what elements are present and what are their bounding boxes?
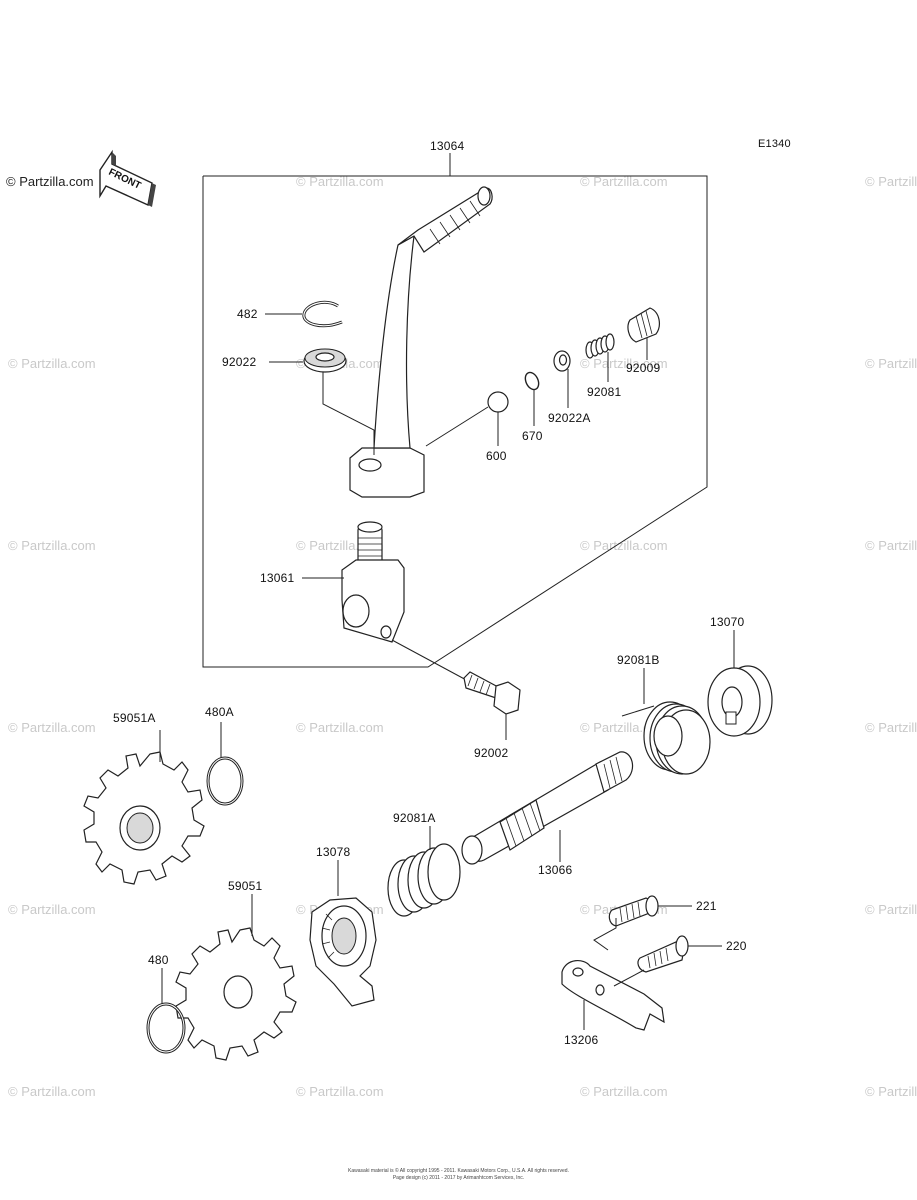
kick-shaft-lever-13061 xyxy=(302,521,405,643)
brand-mark: © Partzilla.com xyxy=(6,174,94,189)
callout-92002: 92002 xyxy=(474,746,508,760)
bolt-220 xyxy=(637,935,722,973)
copyright-line-2: Page design (c) 2011 - 2017 by Arimanhtc… xyxy=(392,1175,525,1181)
callout-13064: 13064 xyxy=(430,139,464,153)
callout-600: 600 xyxy=(486,449,507,463)
callout-13061: 13061 xyxy=(260,571,294,585)
watermark: © Partzilla.com xyxy=(865,902,917,917)
watermark: © Partzilla.com xyxy=(296,720,384,735)
watermark-grid: © Partzilla.com © Partzilla.com © Partzi… xyxy=(8,174,917,1099)
spring-92081 xyxy=(585,333,615,382)
callout-220: 220 xyxy=(726,939,747,953)
watermark: © Partzilla.com xyxy=(8,1084,96,1099)
watermark: © Partzilla.com xyxy=(865,1084,917,1099)
watermark: © Partzilla.com xyxy=(296,1084,384,1099)
guide-plate-13206 xyxy=(561,918,665,1031)
callout-480A: 480A xyxy=(205,705,234,719)
watermark: © Partzilla.com xyxy=(8,720,96,735)
callout-92081B: 92081B xyxy=(617,653,660,667)
callout-92009: 92009 xyxy=(626,361,660,375)
watermark: © Partzilla.com xyxy=(580,174,668,189)
circlip-482 xyxy=(265,300,343,328)
diagram-code: E1340 xyxy=(758,138,791,150)
copyright-line-1: Kawasaki material is © All copyright 199… xyxy=(348,1168,569,1174)
watermark: © Partzilla.com xyxy=(580,1084,668,1099)
watermark: © Partzilla.com xyxy=(865,174,917,189)
callout-221: 221 xyxy=(696,899,717,913)
callout-92022: 92022 xyxy=(222,355,256,369)
kick-shaft-13066 xyxy=(461,751,634,865)
watermark: © Partzilla.com xyxy=(580,538,668,553)
washer-92022A xyxy=(553,350,571,408)
callout-482: 482 xyxy=(237,307,258,321)
washer-92022 xyxy=(269,348,375,455)
callout-13066: 13066 xyxy=(538,863,572,877)
ring-670 xyxy=(524,371,540,426)
watermark: © Partzilla.com xyxy=(8,356,96,371)
callout-670: 670 xyxy=(522,429,543,443)
collar-13070 xyxy=(707,630,773,737)
watermark: © Partzilla.com xyxy=(865,538,917,553)
kick-pedal-arm xyxy=(349,186,493,498)
callout-92022A: 92022A xyxy=(548,411,591,425)
spring-92081A xyxy=(387,826,461,917)
callout-13206: 13206 xyxy=(564,1033,598,1047)
gear-59051 xyxy=(175,894,297,1061)
callout-59051A: 59051A xyxy=(113,711,156,725)
pedal-assembly-frame xyxy=(202,153,708,668)
callout-480: 480 xyxy=(148,953,169,967)
ratchet-13078 xyxy=(309,860,377,1007)
gear-59051A xyxy=(83,730,205,885)
watermark: © Partzilla.com xyxy=(8,538,96,553)
bolt-92002 xyxy=(463,671,521,740)
watermark: © Partzilla.com xyxy=(580,356,668,371)
front-direction-marker: FRONT xyxy=(99,149,156,207)
callout-13070: 13070 xyxy=(710,615,744,629)
screw-221 xyxy=(608,895,692,927)
spring-92081B xyxy=(621,668,711,775)
circlip-480A xyxy=(206,722,244,806)
callout-92081A: 92081A xyxy=(393,811,436,825)
watermark: © Partzilla.com xyxy=(296,174,384,189)
callout-13078: 13078 xyxy=(316,845,350,859)
callout-59051: 59051 xyxy=(228,879,262,893)
watermark: © Partzilla.com xyxy=(865,356,917,371)
ball-600 xyxy=(487,391,509,446)
watermark: © Partzilla.com xyxy=(8,902,96,917)
callout-92081: 92081 xyxy=(587,385,621,399)
watermark: © Partzilla.com xyxy=(865,720,917,735)
circlip-480 xyxy=(146,968,186,1054)
plug-92009 xyxy=(627,307,660,360)
